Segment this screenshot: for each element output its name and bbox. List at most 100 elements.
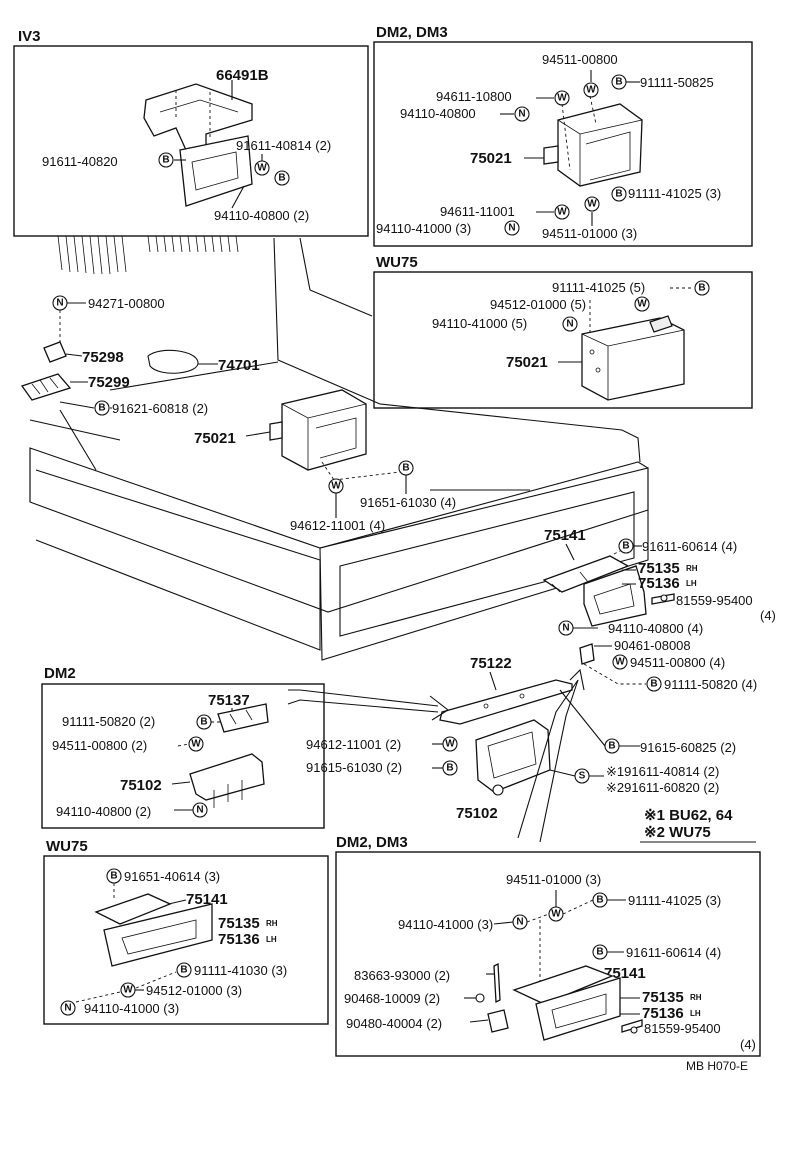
section-title: WU75 (376, 254, 418, 271)
washer-symbol-icon (328, 478, 344, 494)
part-label: 90468-10009 (2) (344, 991, 440, 1006)
side-label: LH (690, 1009, 701, 1018)
footnotes: ※1 BU62, 64 ※2 WU75 (640, 807, 756, 843)
side-label: RH (266, 919, 278, 928)
bolt-symbol-icon (158, 152, 174, 168)
side-label: RH (686, 564, 698, 573)
part-label: ※291611-60820 (2) (606, 780, 719, 795)
part-label: 91621-60818 (2) (112, 401, 208, 416)
section-title: DM2 (44, 665, 76, 682)
side-label: RH (690, 993, 702, 1002)
part-qty: (4) (740, 1037, 756, 1052)
part-label: 94611-11001 (440, 204, 515, 219)
section-wu75-top: WU75 91111-41025 (5) 94512-01000 (5) 941… (373, 254, 753, 409)
section-dm2-dm3-bottom: DM2, DM3 94511-01000 (3) 91111-41025 (3)… (335, 834, 761, 1057)
part-label: 91111-50820 (2) (62, 714, 155, 729)
part-label: ※191611-40814 (2) (606, 764, 719, 779)
bolt-symbol-icon (646, 676, 662, 692)
part-label: 94271-00800 (88, 296, 165, 311)
part-label: 81559-95400 (676, 593, 753, 608)
section-iv3: IV3 66491B 91611-40820 91611-40814 (2) 9… (13, 28, 369, 237)
washer-symbol-icon (612, 654, 628, 670)
nut-symbol-icon (60, 1000, 76, 1016)
part-label: 75021 (194, 430, 236, 447)
part-label: 91615-60825 (2) (640, 740, 736, 755)
part-label: 75298 (82, 349, 124, 366)
part-label: 75102 (120, 777, 162, 794)
part-label: 94511-00800 (4) (630, 655, 725, 670)
washer-symbol-icon (554, 90, 570, 106)
part-label: 75135 (642, 989, 684, 1006)
part-label: 94511-00800 (542, 52, 618, 67)
washer-symbol-icon (120, 982, 136, 998)
washer-symbol-icon (584, 196, 600, 212)
part-label: 94512-01000 (3) (146, 983, 242, 998)
bolt-symbol-icon (196, 714, 212, 730)
part-label: 94110-40800 (400, 106, 476, 121)
part-label: 94511-00800 (2) (52, 738, 147, 753)
bolt-symbol-icon (592, 944, 608, 960)
part-label: 75136 (642, 1005, 684, 1022)
bolt-symbol-icon (611, 74, 627, 90)
washer-symbol-icon (583, 82, 599, 98)
part-label: 74701 (218, 357, 260, 374)
part-qty: (4) (760, 608, 776, 623)
section-dm2-dm3-top: DM2, DM3 94511-00800 91111-50825 94611-1… (373, 24, 753, 247)
part-label: 94511-01000 (3) (506, 872, 601, 887)
part-label: 75141 (544, 527, 586, 544)
part-label: 91111-41025 (3) (628, 893, 721, 908)
bolt-symbol-icon (398, 460, 414, 476)
diagram-code: MB H070-E (686, 1059, 748, 1073)
part-label: 91651-61030 (4) (360, 495, 456, 510)
part-label: 91615-61030 (2) (306, 760, 402, 775)
bolt-symbol-icon (694, 280, 710, 296)
nut-symbol-icon (192, 802, 208, 818)
washer-symbol-icon (554, 204, 570, 220)
part-label: 94110-41000 (5) (432, 316, 527, 331)
part-label: 75102 (456, 805, 498, 822)
part-label: 94110-41000 (3) (376, 221, 471, 236)
bolt-symbol-icon (274, 170, 290, 186)
part-label: 75135 (218, 915, 260, 932)
note-1: ※1 BU62, 64 (644, 807, 733, 824)
bolt-symbol-icon (618, 538, 634, 554)
washer-symbol-icon (254, 160, 270, 176)
part-label: 94512-01000 (5) (490, 297, 586, 312)
nut-symbol-icon (512, 914, 528, 930)
bolt-symbol-icon (611, 186, 627, 202)
washer-symbol-icon (188, 736, 204, 752)
part-label: 91111-41030 (3) (194, 963, 287, 978)
bolt-symbol-icon (442, 760, 458, 776)
part-label: 94611-10800 (436, 89, 512, 104)
part-label: 75136 (638, 575, 680, 592)
part-label: 75136 (218, 931, 260, 948)
part-label: 94612-11001 (4) (290, 518, 385, 533)
part-label: 94110-40800 (4) (608, 621, 703, 636)
section-title: WU75 (46, 838, 88, 855)
bolt-symbol-icon (106, 868, 122, 884)
part-label: 91611-40820 (42, 154, 118, 169)
part-label: 75141 (604, 965, 646, 982)
nut-symbol-icon (52, 295, 68, 311)
part-label: 94110-41000 (3) (84, 1001, 179, 1016)
part-label: 90461-08008 (614, 638, 691, 653)
nut-symbol-icon (504, 220, 520, 236)
box-75021-shape (557, 103, 643, 187)
part-label: 90480-40004 (2) (346, 1016, 442, 1031)
section-wu75-bottom: WU75 91651-40614 (3) 75141 75135 RH 7513… (43, 838, 329, 1025)
section-main: 94271-00800 75298 74701 75299 91621-6081… (20, 295, 776, 843)
note-2: ※2 WU75 (644, 824, 711, 841)
washer-symbol-icon (634, 296, 650, 312)
washer-symbol-icon (548, 906, 564, 922)
part-label: 75021 (470, 150, 512, 167)
part-label: 75137 (208, 692, 250, 709)
section-dm2: DM2 75137 91111-50820 (2) 94511-00800 (2… (41, 665, 325, 829)
part-label: 75135 (638, 560, 680, 577)
vehicle-body-illustration (29, 235, 649, 661)
part-label: 91651-40614 (3) (124, 869, 220, 884)
nut-symbol-icon (514, 106, 530, 122)
part-label: 66491B (216, 67, 269, 84)
part-label: 91611-60614 (4) (626, 945, 721, 960)
part-label: 91111-41025 (3) (628, 186, 721, 201)
